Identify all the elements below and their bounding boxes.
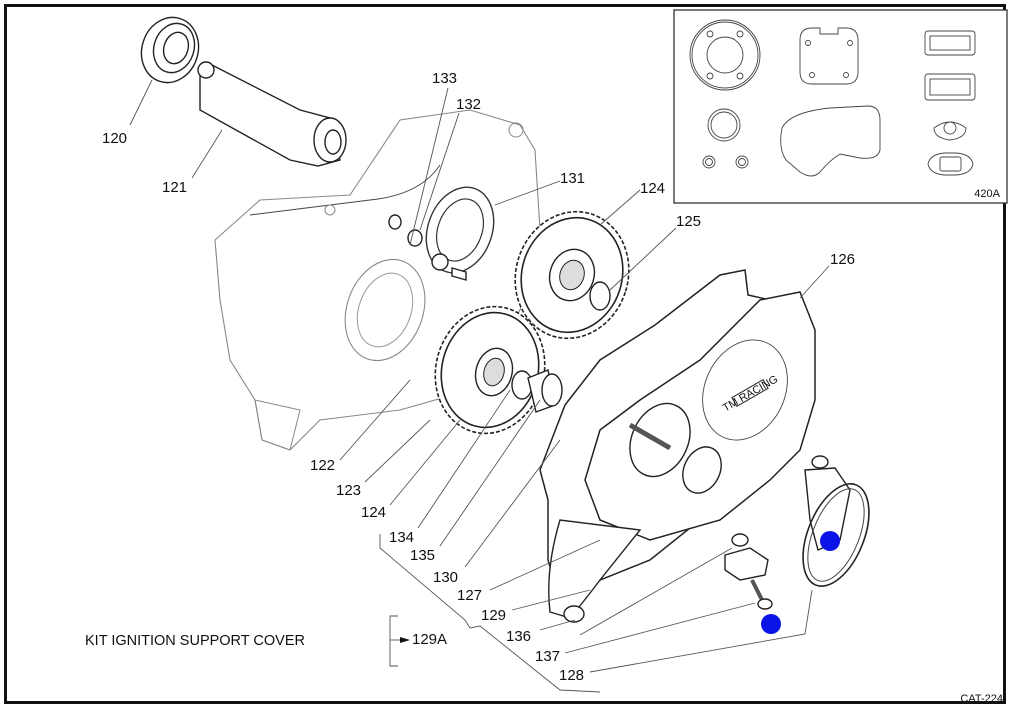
label-131[interactable]: 131 bbox=[560, 170, 585, 187]
part-132-133-fasteners[interactable] bbox=[388, 214, 467, 281]
cylinder-base-gasket bbox=[799, 27, 859, 85]
label-125[interactable]: 125 bbox=[676, 213, 701, 230]
inset-part-number: 420A bbox=[974, 188, 1000, 200]
label-124-lower[interactable]: 124 bbox=[361, 504, 386, 521]
marker-dot-2[interactable] bbox=[761, 614, 781, 634]
o-ring-small-2 bbox=[735, 155, 749, 169]
kit-label: KIT IGNITION SUPPORT COVER bbox=[85, 633, 305, 649]
part-136-bracket[interactable] bbox=[548, 519, 642, 623]
label-123[interactable]: 123 bbox=[336, 482, 361, 499]
label-132[interactable]: 132 bbox=[456, 96, 481, 113]
part-134-135-bushing[interactable] bbox=[511, 369, 563, 413]
label-120[interactable]: 120 bbox=[102, 130, 127, 147]
label-136[interactable]: 136 bbox=[506, 628, 531, 645]
o-ring-large bbox=[707, 108, 741, 142]
label-130[interactable]: 130 bbox=[433, 569, 458, 586]
part-120-bearing[interactable] bbox=[133, 10, 207, 90]
part-121-shaft[interactable] bbox=[197, 61, 347, 167]
head-gasket bbox=[689, 19, 761, 91]
label-137[interactable]: 137 bbox=[535, 648, 560, 665]
leader-lines bbox=[129, 79, 830, 693]
part-125-ring[interactable] bbox=[589, 281, 611, 311]
label-129[interactable]: 129 bbox=[481, 607, 506, 624]
kit-callout: KIT IGNITION SUPPORT COVER 129A bbox=[85, 631, 447, 649]
reed-gasket-2 bbox=[924, 73, 976, 101]
intake-gasket bbox=[933, 121, 967, 141]
part-124-gear-lower[interactable] bbox=[421, 294, 558, 446]
o-ring-small-1 bbox=[702, 155, 716, 169]
label-122[interactable]: 122 bbox=[310, 457, 335, 474]
label-135[interactable]: 135 bbox=[410, 547, 435, 564]
part-labels: 120 121 133 132 131 124 125 126 122 123 … bbox=[102, 70, 855, 684]
part-126-ignition-cover[interactable]: TM RACING bbox=[584, 291, 816, 541]
kit-part-number[interactable]: 129A bbox=[412, 631, 447, 648]
label-133[interactable]: 133 bbox=[432, 70, 457, 87]
label-126[interactable]: 126 bbox=[830, 251, 855, 268]
crankcase-cover-gasket bbox=[780, 105, 881, 177]
label-128[interactable]: 128 bbox=[559, 667, 584, 684]
part-137-clamp[interactable] bbox=[724, 455, 851, 610]
label-124-upper[interactable]: 124 bbox=[640, 180, 665, 197]
gasket-kit-inset: 420A bbox=[673, 9, 1008, 204]
label-127[interactable]: 127 bbox=[457, 587, 482, 604]
label-134[interactable]: 134 bbox=[389, 529, 414, 546]
part-128-o-ring[interactable] bbox=[790, 474, 882, 595]
marker-dot-1[interactable] bbox=[820, 531, 840, 551]
sheet-code: CAT-224 bbox=[960, 693, 1003, 705]
reed-gasket-1 bbox=[924, 30, 976, 56]
label-121[interactable]: 121 bbox=[162, 179, 187, 196]
exhaust-gasket bbox=[927, 152, 974, 176]
